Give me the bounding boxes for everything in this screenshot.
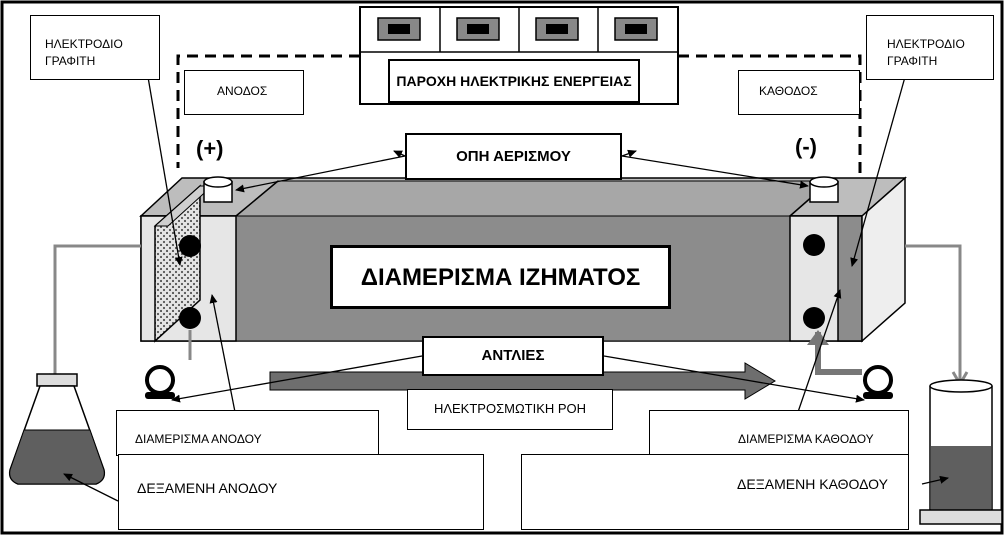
cell-right-face <box>861 176 906 343</box>
display-2 <box>456 17 500 41</box>
electroosmotic-flow-arrow <box>269 362 776 400</box>
cathode-wire <box>678 54 862 190</box>
anode-reservoir-flask <box>8 373 106 485</box>
sediment-compartment-label: ΔΙΑΜΕΡΙΣΜΑ ΙΖΗΜΑΤΟΣ <box>330 245 671 309</box>
cathode-label: ΚΑΘΟΔΟΣ <box>738 70 860 115</box>
electroosmotic-flow-label: ΗΛΕΚΤΡΟΣΜΩΤΙΚΗ ΡΟΗ <box>407 389 613 430</box>
right-pump-icon <box>863 365 893 399</box>
anode-polarity-label: (+) <box>196 136 224 161</box>
anode-tube <box>53 244 141 382</box>
electrode-label-left: ΗΛΕΚΤΡΟΔΙΟ ΓΡΑΦΙΤΗ <box>30 15 160 80</box>
display-4 <box>614 17 658 41</box>
display-1 <box>377 17 421 41</box>
cathode-port-bottom <box>803 307 825 329</box>
display-3 <box>535 17 579 41</box>
anode-compartment-label: ΔΙΑΜΕΡΙΣΜΑ ΑΝΟΔΟΥ <box>116 410 379 456</box>
cathode-electrode <box>837 215 863 342</box>
anode-port-bottom <box>179 307 201 329</box>
anode-reservoir-label: ΔΕΞΑΜΕΝΗ ΑΝΟΔΟΥ <box>118 454 484 530</box>
anode-port-top <box>179 235 201 257</box>
cathode-compartment-label: ΔΙΑΜΕΡΙΣΜΑ ΚΑΘΟΔΟΥ <box>649 410 909 456</box>
pointer-arrows <box>63 76 949 502</box>
anode-wire <box>176 54 360 168</box>
cathode-tube <box>905 244 962 380</box>
left-pump-icon <box>145 365 175 399</box>
vent-cap-left <box>203 176 233 203</box>
cathode-polarity-label: (-) <box>795 134 817 159</box>
power-supply-label: ΠΑΡΟΧΗ ΗΛΕΚΤΡΙΚΗΣ ΕΝΕΡΓΕΙΑΣ <box>388 59 640 103</box>
electrode-label-right: ΗΛΕΚΤΡΟΔΙΟ ΓΡΑΦΙΤΗ <box>866 15 994 80</box>
anode-label: ΑΝΟΔΟΣ <box>184 70 304 115</box>
vent-label: ΟΠΗ ΑΕΡΙΣΜΟΥ <box>405 133 622 180</box>
cathode-return-tube <box>815 332 862 375</box>
cathode-reservoir-beaker <box>919 379 1003 525</box>
vent-cap-right <box>809 176 839 203</box>
pumps-label: ΑΝΤΛΙΕΣ <box>422 336 604 376</box>
cathode-port-top <box>803 234 825 256</box>
cathode-reservoir-label: ΔΕΞΑΜΕΝΗ ΚΑΘΟΔΟΥ <box>521 454 909 530</box>
